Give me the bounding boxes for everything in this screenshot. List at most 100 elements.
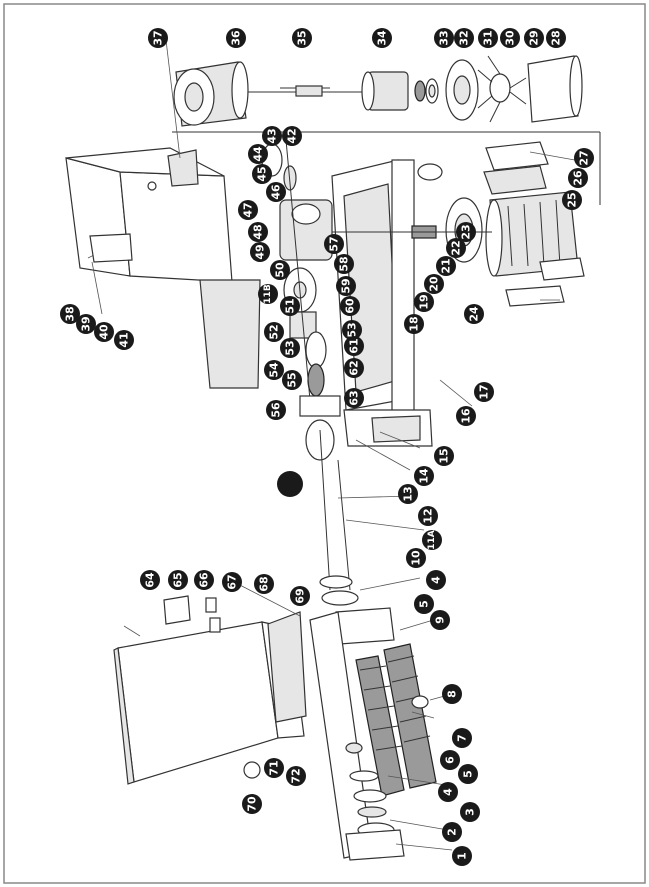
bearing-parts	[414, 78, 439, 104]
callout-circle	[148, 28, 168, 48]
callout-number: 56	[270, 402, 283, 418]
callout-c45: 45	[252, 164, 272, 184]
callout-c49: 49	[250, 242, 270, 262]
callout-number: 54	[268, 362, 281, 378]
callout-number: 31	[482, 30, 495, 45]
callout-circle	[282, 126, 302, 146]
callout-c27: 27	[574, 148, 594, 168]
callout-number: 1	[456, 852, 469, 860]
callout-number: 51	[284, 298, 297, 313]
callout-number: 72	[290, 768, 303, 783]
callout-c54: 54	[264, 360, 284, 380]
callout-c9: 9	[430, 610, 450, 630]
callout-circle	[264, 758, 284, 778]
callout-number: 50	[274, 262, 287, 278]
callout-c42: 42	[282, 126, 302, 146]
callout-number: 46	[270, 184, 283, 200]
callout-c32: 32	[454, 28, 474, 48]
callout-number: 68	[258, 576, 271, 591]
callout-circle	[434, 446, 454, 466]
callout-circle	[290, 586, 310, 606]
callout-number: 19	[418, 294, 431, 309]
callout-circle	[226, 28, 246, 48]
callout-number: 29	[528, 30, 541, 45]
callout-c15: 15	[434, 446, 454, 466]
callout-number: 48	[252, 224, 265, 239]
callout-number: 9	[434, 616, 447, 624]
callout-number: 39	[80, 316, 93, 331]
callout-number: 7	[456, 734, 469, 742]
callout-number: 55	[286, 372, 299, 387]
callout-number: 33	[438, 30, 451, 45]
callout-number: 58	[338, 256, 351, 271]
cover-assembly	[113, 595, 307, 785]
callout-number: 49	[254, 244, 267, 259]
callout-circle	[270, 260, 290, 280]
callout-circle	[474, 382, 494, 402]
callout-number: 60	[344, 298, 357, 314]
callout-c62: 62	[344, 358, 364, 378]
callout-circle	[280, 296, 300, 316]
callout-circle	[434, 28, 454, 48]
callout-circle	[242, 794, 262, 814]
callout-number: 70	[246, 796, 259, 812]
callout-number: 32	[458, 30, 471, 45]
callout-circle	[342, 320, 362, 340]
callout-number: 13	[402, 486, 415, 501]
callout-c39: 39	[76, 314, 96, 334]
callout-c2: 2	[442, 822, 462, 842]
callout-c7: 7	[452, 728, 472, 748]
callout-number: 63	[348, 390, 361, 405]
callout-c12: 12	[418, 506, 438, 526]
callout-circle	[458, 764, 478, 784]
callout-circle	[277, 471, 303, 497]
callout-number: 36	[230, 30, 243, 46]
callout-c72: 72	[286, 766, 306, 786]
callout-number: 21	[440, 258, 453, 273]
callout-number: 12	[422, 508, 435, 523]
callout-c61: 61	[344, 336, 364, 356]
callout-circle	[418, 506, 438, 526]
callout-circle	[406, 548, 426, 568]
callout-circle	[60, 304, 80, 324]
callout-number: 22	[450, 240, 463, 255]
callout-circle	[94, 322, 114, 342]
callout-number: 57	[328, 236, 341, 251]
callout-c24: 24	[464, 304, 484, 324]
callout-c36: 36	[226, 28, 246, 48]
callout-number: 26	[572, 170, 585, 186]
callout-number: 4	[442, 788, 455, 796]
callout-c16: 16	[456, 406, 476, 426]
callout-circle	[264, 360, 284, 380]
callout-number: 35	[296, 30, 309, 45]
end-cap-part	[445, 59, 479, 121]
callout-c23: 23	[456, 222, 476, 242]
callout-c65: 65	[168, 570, 188, 590]
callout-circle	[562, 190, 582, 210]
callout-circle	[460, 802, 480, 822]
callout-circle	[344, 358, 364, 378]
callout-number: 20	[428, 276, 441, 292]
callout-number: 53	[284, 340, 297, 355]
callout-circle	[140, 570, 160, 590]
callout-number: 14	[418, 468, 431, 484]
callout-circle	[440, 750, 460, 770]
callout-c10: 10	[406, 548, 426, 568]
callout-number: 34	[376, 30, 389, 46]
callout-number: 27	[578, 150, 591, 165]
callout-circle	[438, 782, 458, 802]
callout-circle	[334, 254, 354, 274]
callout-circle	[194, 570, 214, 590]
callout-circle	[340, 296, 360, 316]
callout-c67: 67	[222, 572, 242, 592]
callout-number: 8	[446, 690, 459, 698]
callout-c33: 33	[434, 28, 454, 48]
callout-number: 5	[418, 600, 431, 608]
callout-circle	[478, 28, 498, 48]
callout-circle	[452, 728, 472, 748]
callout-c55: 55	[282, 370, 302, 390]
callout-c73	[277, 471, 303, 497]
motor-housing-part	[173, 61, 249, 127]
callout-c59: 59	[336, 276, 356, 296]
